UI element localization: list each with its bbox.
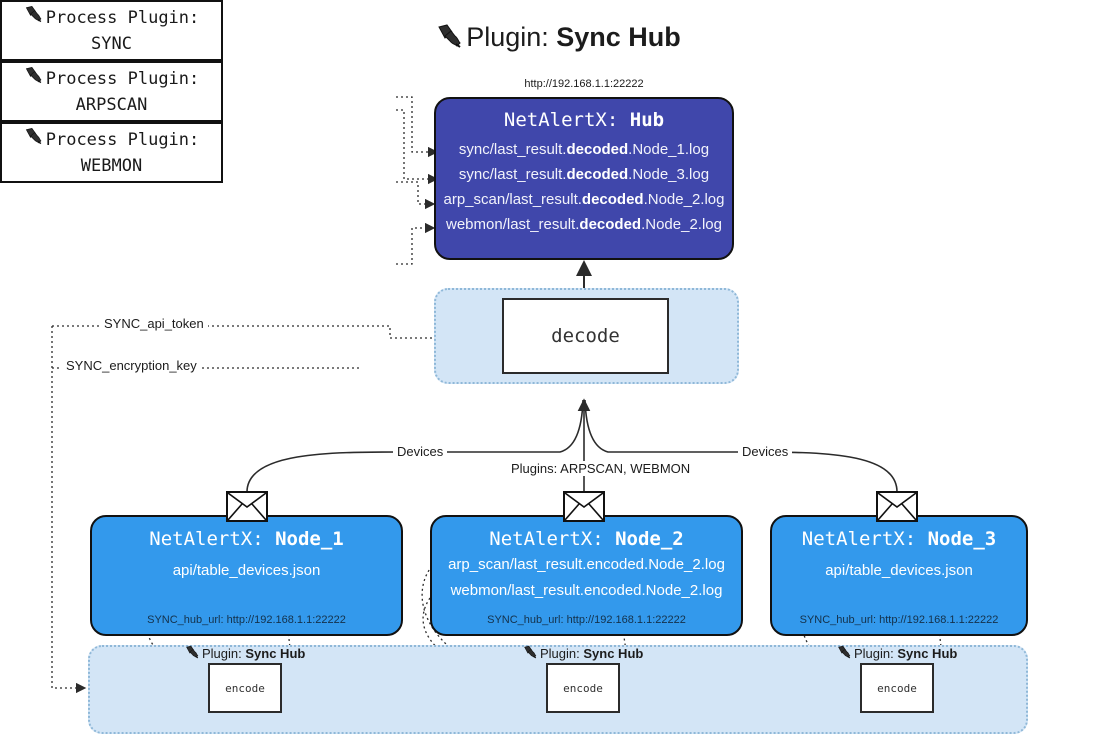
envelope-icon — [876, 491, 918, 522]
encoder-plugin-label-2: Plugin: Sync Hub — [523, 645, 643, 662]
page-title: Plugin: Sync Hub — [0, 17, 1117, 60]
edge-webmon-to-hub-line4 — [396, 222, 436, 265]
hub-log-line: webmon/last_result.decoded.Node_2.log — [446, 216, 722, 233]
encode-box-2[interactable]: encode — [546, 663, 620, 713]
node-data-line: webmon/last_result.encoded.Node_2.log — [450, 582, 723, 599]
node-box-node-2[interactable]: NetAlertX: Node_2 arp_scan/last_result.e… — [430, 515, 743, 636]
process-plugin-box-webmon[interactable]: Process Plugin: WEBMON — [0, 122, 223, 183]
devices-right-label: Devices — [738, 444, 793, 459]
decode-box[interactable]: decode — [502, 298, 669, 374]
node-hub-url: SYNC_hub_url: http://192.168.1.1:22222 — [799, 614, 999, 626]
hub-box[interactable]: NetAlertX: Hub sync/last_result.decoded.… — [434, 97, 734, 260]
plug-icon — [523, 645, 538, 662]
envelope-icon — [226, 491, 268, 522]
plug-icon — [24, 66, 44, 92]
node-box-node-1[interactable]: NetAlertX: Node_1 api/table_devices.json… — [90, 515, 403, 636]
encode-box-3[interactable]: encode — [860, 663, 934, 713]
edge-arpscan-to-hub-line3 — [396, 181, 436, 210]
node-title: NetAlertX: Node_2 — [489, 528, 684, 550]
node-hub-url: SYNC_hub_url: http://192.168.1.1:22222 — [487, 614, 686, 626]
node-title: NetAlertX: Node_1 — [149, 528, 344, 550]
devices-left-label: Devices — [393, 444, 448, 459]
node-hub-url: SYNC_hub_url: http://192.168.1.1:22222 — [147, 614, 346, 626]
envelope-icon — [563, 491, 605, 522]
node-data-line: api/table_devices.json — [825, 562, 973, 579]
process-plugin-box-sync[interactable]: Process Plugin: SYNC — [0, 0, 223, 61]
process-plugin-label: Process Plugin: — [45, 7, 200, 28]
node-title: NetAlertX: Node_3 — [801, 528, 997, 550]
process-plugin-box-arpscan[interactable]: Process Plugin: ARPSCAN — [0, 61, 223, 122]
hub-log-line: arp_scan/last_result.decoded.Node_2.log — [443, 191, 725, 208]
process-plugin-name: SYNC — [91, 33, 132, 54]
process-plugin-name: WEBMON — [80, 155, 143, 176]
sync-encryption-key-label: SYNC_encryption_key — [62, 358, 201, 373]
encoder-plugin-label-1: Plugin: Sync Hub — [185, 645, 305, 662]
hub-title: NetAlertX: Hub — [503, 109, 665, 131]
plug-icon — [436, 20, 464, 60]
hub-url-label: http://192.168.1.1:22222 — [524, 78, 644, 90]
encode-box-1[interactable]: encode — [208, 663, 282, 713]
page-title-name: Sync Hub — [556, 22, 681, 52]
node-data-line: arp_scan/last_result.encoded.Node_2.log — [448, 556, 725, 573]
process-plugin-label: Process Plugin: — [45, 68, 200, 89]
hub-log-line: sync/last_result.decoded.Node_3.log — [458, 166, 710, 183]
edge-encryption-key-to-encoders — [51, 326, 87, 694]
encoder-plugin-label-3: Plugin: Sync Hub — [837, 645, 957, 662]
plug-icon — [24, 127, 44, 153]
plug-icon — [185, 645, 200, 662]
node-data-line: api/table_devices.json — [172, 562, 321, 579]
edge-sync-to-hub-line2 — [396, 109, 439, 185]
plug-icon — [837, 645, 852, 662]
plug-icon — [24, 5, 44, 31]
process-plugin-label: Process Plugin: — [45, 129, 200, 150]
sync-api-token-label: SYNC_api_token — [100, 316, 208, 331]
page-title-prefix: Plugin: — [466, 22, 549, 52]
node-box-node-3[interactable]: NetAlertX: Node_3 api/table_devices.json… — [770, 515, 1028, 636]
process-plugin-name: ARPSCAN — [75, 94, 148, 115]
edge-sync-to-hub-line1 — [396, 96, 439, 158]
plugins-center-label: Plugins: ARPSCAN, WEBMON — [507, 461, 695, 476]
hub-log-line: sync/last_result.decoded.Node_1.log — [458, 141, 710, 158]
